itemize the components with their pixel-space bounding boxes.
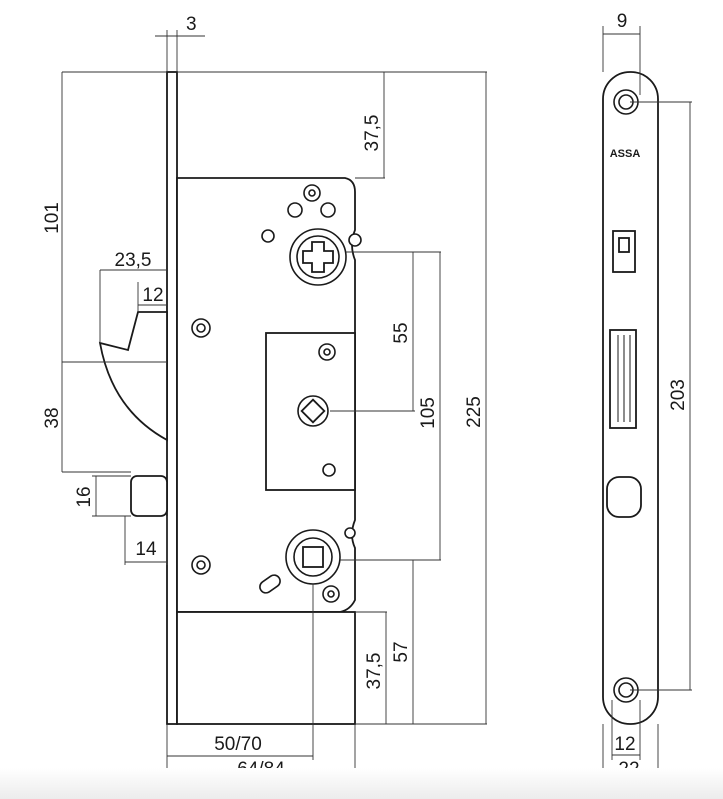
bottom-gradient	[0, 768, 723, 799]
brand-logo: ASSA	[610, 148, 641, 160]
dim-12-latch: 12	[142, 285, 163, 306]
dim-plate-12: 12	[614, 734, 635, 755]
dim-38: 38	[42, 407, 63, 428]
dim-37-5-bottom: 37,5	[364, 653, 385, 690]
dim-backset: 50/70	[214, 734, 262, 755]
dim-16: 16	[74, 486, 95, 507]
dim-faceplate-thickness: 3	[186, 14, 197, 35]
dim-37-5-top: 37,5	[362, 115, 383, 152]
dim-23-5: 23,5	[115, 250, 152, 271]
dimension-labels: 3 101 23,5 12 38 16 14 37,5 55 105 225 3…	[42, 11, 689, 780]
faceplate-front-view: ASSA	[602, 71, 659, 725]
case-bottom-plate	[176, 611, 356, 725]
dim-225: 225	[464, 396, 485, 428]
case-holes	[191, 184, 362, 603]
dim-14: 14	[135, 539, 157, 560]
latch-bolt	[98, 311, 168, 442]
dim-105: 105	[418, 397, 439, 429]
deadbolt-slot	[606, 476, 642, 518]
dim-57: 57	[391, 641, 412, 662]
dim-101: 101	[42, 202, 63, 234]
dim-plate-9: 9	[617, 11, 628, 32]
faceplate	[166, 71, 178, 725]
lock-body-side-view	[98, 71, 362, 725]
dim-plate-203: 203	[668, 379, 689, 411]
dim-55: 55	[391, 322, 412, 343]
latch-bolt-slot	[609, 329, 637, 429]
follower-spindle	[297, 395, 329, 427]
dead-latch	[130, 475, 168, 517]
cylinder-hub-lower	[285, 529, 341, 585]
cylinder-hub-upper	[289, 228, 347, 286]
